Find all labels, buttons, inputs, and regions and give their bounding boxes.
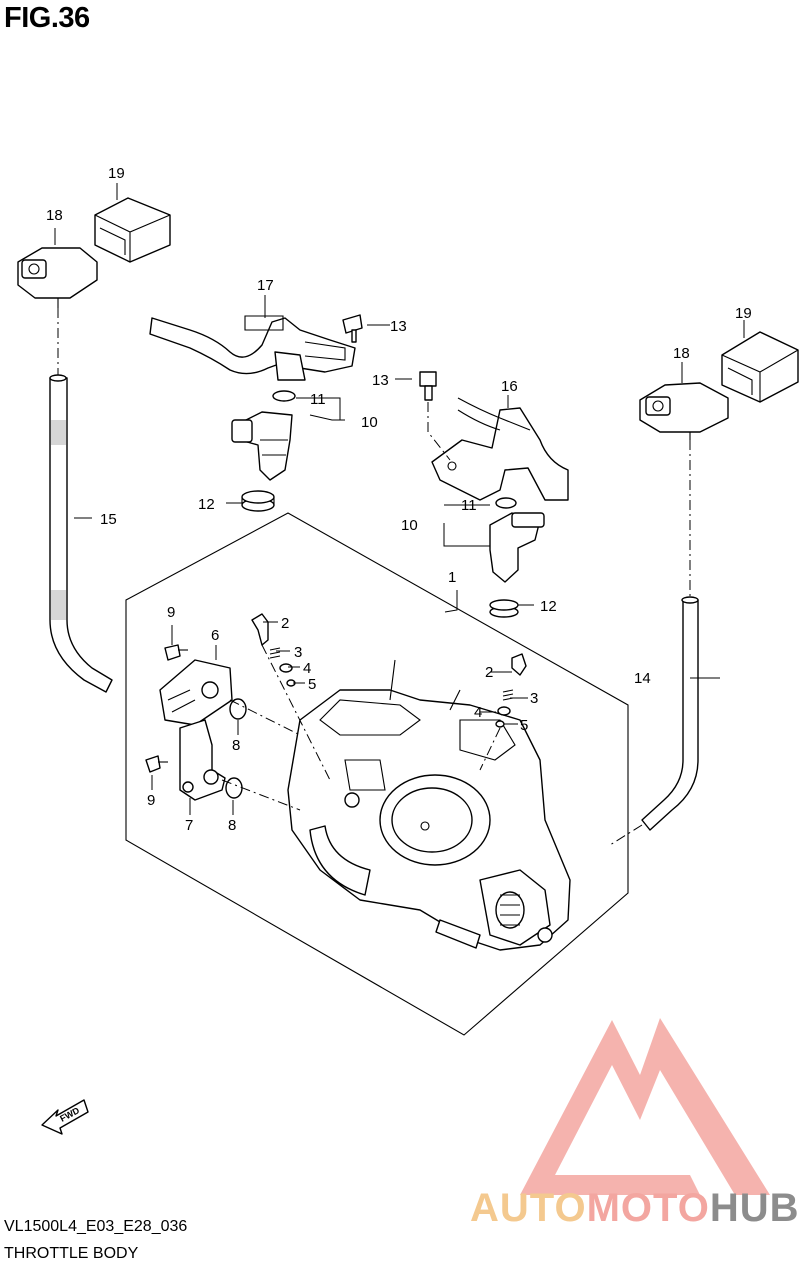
callout-5-right: 5 [520,717,528,734]
callout-18-right: 18 [673,345,690,362]
oring-11-left [272,390,296,402]
figure-title: FIG.36 [4,2,90,34]
callout-2-right: 2 [485,664,493,681]
washer-4-right [497,706,511,716]
tp-sensor-6 [159,659,233,726]
callout-9-lower: 9 [147,792,155,809]
fuel-pipe-16 [431,397,569,501]
model-code: VL1500L4_E03_E28_036 [4,1218,188,1235]
callout-3-left: 3 [294,644,302,661]
screw-13-left [342,314,363,343]
vacuum-hose-15 [49,374,113,693]
sensor-cover-right [721,331,799,403]
callout-19-right: 19 [735,305,752,322]
callout-8-lower: 8 [228,817,236,834]
watermark-logo [520,1018,770,1195]
callout-1: 1 [448,569,456,586]
fuel-delivery-pipe-17 [149,315,356,381]
callout-11-right: 11 [461,497,477,514]
callout-12-right: 12 [540,598,557,615]
callout-numbers: 1 2 2 3 3 4 4 5 5 6 7 8 8 9 9 10 10 11 1… [46,165,752,834]
callout-18-left: 18 [46,207,63,224]
callout-9-upper: 9 [167,604,175,621]
callout-6: 6 [211,627,219,644]
callout-17: 17 [257,277,274,294]
watermark-moto: MOTO [586,1186,710,1230]
callout-2-left: 2 [281,615,289,632]
spring-3-left [269,647,281,659]
fwd-arrow-icon: FWD [41,1099,89,1135]
washer-4-left [279,663,293,673]
callout-12-left: 12 [198,496,215,513]
sensor-cover-left [94,197,171,263]
oring-5-right [495,720,505,728]
callout-8-upper: 8 [232,737,240,754]
assembly-boundary [125,512,629,1036]
oring-8-lower [225,777,243,799]
injector-10-right [489,512,545,583]
callout-13-right: 13 [372,372,389,389]
sensor-7 [179,719,226,801]
oring-11-right [495,497,517,509]
injector-10-left [231,411,293,481]
callout-10-right: 10 [401,517,418,534]
callout-4-right: 4 [474,704,482,721]
screw-9-upper [164,644,188,661]
watermark-hub: HUB [709,1186,800,1230]
map-sensor-right [639,382,729,440]
callout-15: 15 [100,511,117,528]
seal-12-right [489,599,519,618]
oring-8-upper [229,698,247,720]
callout-10-left: 10 [361,414,378,431]
callout-16: 16 [501,378,518,395]
vacuum-hose-14 [641,596,699,831]
diagram-caption: THROTTLE BODY [4,1245,139,1262]
screw-9-lower [145,755,168,773]
adjust-screw-2-right [511,653,527,676]
seal-12-left [241,490,275,512]
screw-13-right [419,371,437,401]
callout-11-left: 11 [310,391,326,408]
watermark-text: AUTOMOTOHUB [470,1186,800,1231]
leader-lines [54,183,745,815]
throttle-body [287,659,571,951]
adjust-screw-2-left [251,613,269,646]
callout-13-left: 13 [390,318,407,335]
callout-4-left: 4 [303,660,311,677]
callout-14: 14 [634,670,651,687]
callout-7: 7 [185,817,193,834]
callout-19-left: 19 [108,165,125,182]
watermark-auto: AUTO [470,1186,587,1230]
map-sensor-left [17,247,98,308]
callout-5-left: 5 [308,676,316,693]
callout-3-right: 3 [530,690,538,707]
